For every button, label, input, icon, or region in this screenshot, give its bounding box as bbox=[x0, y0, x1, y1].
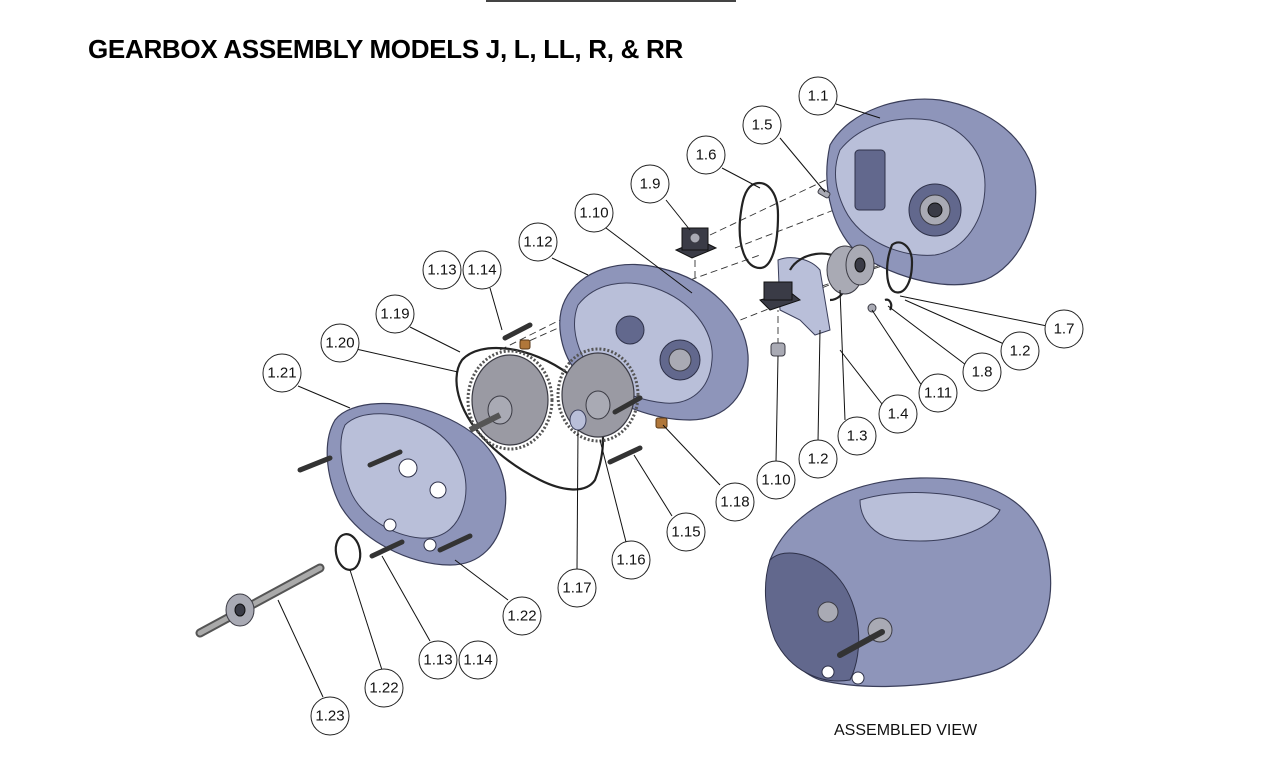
o-ring-1-22 bbox=[334, 533, 362, 571]
gear-1-16 bbox=[556, 347, 640, 443]
callout-1-14-upper: 1.14 bbox=[462, 250, 502, 290]
callout-1-10-lower: 1.10 bbox=[756, 460, 796, 500]
gear-assembly-1-3 bbox=[826, 244, 875, 295]
callout-label: 1.4 bbox=[888, 406, 909, 423]
callout-1-8: 1.8 bbox=[962, 352, 1002, 392]
callout-label: 1.2 bbox=[1010, 343, 1031, 360]
callout-1-5: 1.5 bbox=[742, 105, 782, 145]
callout-1-23: 1.23 bbox=[310, 696, 350, 736]
callout-1-9: 1.9 bbox=[630, 164, 670, 204]
shaft-1-23 bbox=[195, 563, 325, 638]
screw-1-13-upper bbox=[502, 322, 533, 350]
gear-1-20 bbox=[466, 349, 554, 451]
callout-label: 1.13 bbox=[423, 652, 452, 669]
assembled-view-drawing bbox=[764, 477, 1052, 688]
callout-label: 1.13 bbox=[427, 262, 456, 279]
callout-1-2-lower: 1.2 bbox=[798, 439, 838, 479]
callout-label: 1.8 bbox=[972, 364, 993, 381]
callout-label: 1.18 bbox=[720, 494, 749, 511]
nut-1-10-lower bbox=[770, 342, 786, 357]
callout-1-17: 1.17 bbox=[557, 568, 597, 608]
pin-1-5 bbox=[817, 187, 831, 199]
callout-label: 1.21 bbox=[267, 365, 296, 382]
gasket-1-6 bbox=[738, 182, 780, 270]
callout-1-14-lower: 1.14 bbox=[458, 640, 498, 680]
callout-1-1: 1.1 bbox=[798, 76, 838, 116]
callout-label: 1.7 bbox=[1054, 321, 1075, 338]
callout-1-2-right: 1.2 bbox=[1000, 331, 1040, 371]
callout-1-13-lower: 1.13 bbox=[418, 640, 458, 680]
callout-1-18: 1.18 bbox=[715, 482, 755, 522]
bracket-1-2 bbox=[759, 257, 831, 336]
callout-label: 1.11 bbox=[924, 385, 952, 402]
callout-1-22-left: 1.22 bbox=[364, 668, 404, 708]
callout-label: 1.10 bbox=[761, 472, 790, 489]
screws-cover bbox=[297, 449, 473, 559]
callout-1-15: 1.15 bbox=[666, 512, 706, 552]
top-rule bbox=[486, 0, 736, 2]
callout-1-6: 1.6 bbox=[686, 135, 726, 175]
callout-1-13-upper: 1.13 bbox=[422, 250, 462, 290]
callout-label: 1.19 bbox=[380, 306, 409, 323]
callout-1-21: 1.21 bbox=[262, 353, 302, 393]
callout-label: 1.14 bbox=[463, 652, 492, 669]
callout-label: 1.6 bbox=[696, 147, 717, 164]
callout-label: 1.22 bbox=[369, 680, 398, 697]
housing-cover-1-21 bbox=[326, 402, 507, 566]
callout-label: 1.14 bbox=[467, 262, 496, 279]
page-title: GEARBOX ASSEMBLY MODELS J, L, LL, R, & R… bbox=[88, 34, 683, 64]
callout-label: 1.20 bbox=[325, 335, 354, 352]
assembled-view-caption: ASSEMBLED VIEW bbox=[834, 722, 978, 739]
callout-label: 1.17 bbox=[562, 580, 591, 597]
bushing-1-18 bbox=[655, 417, 668, 429]
bearing-block-1-9 bbox=[674, 227, 718, 259]
callout-1-22-right: 1.22 bbox=[502, 596, 542, 636]
callout-1-19: 1.19 bbox=[375, 294, 415, 334]
gasket-1-7 bbox=[886, 241, 914, 294]
callout-1-3: 1.3 bbox=[837, 416, 877, 456]
callout-label: 1.10 bbox=[579, 205, 608, 222]
callout-label: 1.23 bbox=[315, 708, 344, 725]
callout-label: 1.1 bbox=[808, 88, 829, 105]
callout-label: 1.9 bbox=[640, 176, 661, 193]
screw-1-11 bbox=[867, 303, 877, 313]
callout-1-12: 1.12 bbox=[518, 222, 558, 262]
callout-1-4: 1.4 bbox=[878, 394, 918, 434]
callout-1-10-upper: 1.10 bbox=[574, 193, 614, 233]
screw-1-15 bbox=[607, 395, 643, 465]
callout-label: 1.12 bbox=[523, 234, 552, 251]
callout-label: 1.22 bbox=[507, 608, 536, 625]
callout-1-11: 1.11 bbox=[918, 373, 958, 413]
callout-label: 1.2 bbox=[808, 451, 829, 468]
callout-1-7: 1.7 bbox=[1044, 309, 1084, 349]
callout-label: 1.15 bbox=[671, 524, 700, 541]
clip-1-8 bbox=[884, 298, 893, 311]
gasket-1-19 bbox=[455, 346, 605, 491]
callout-label: 1.16 bbox=[616, 552, 645, 569]
callout-1-16: 1.16 bbox=[611, 540, 651, 580]
callout-label: 1.5 bbox=[752, 117, 773, 134]
callout-label: 1.3 bbox=[847, 428, 868, 445]
callout-1-20: 1.20 bbox=[320, 323, 360, 363]
leader-lines bbox=[277, 103, 1048, 698]
housing-1-1 bbox=[826, 98, 1037, 286]
